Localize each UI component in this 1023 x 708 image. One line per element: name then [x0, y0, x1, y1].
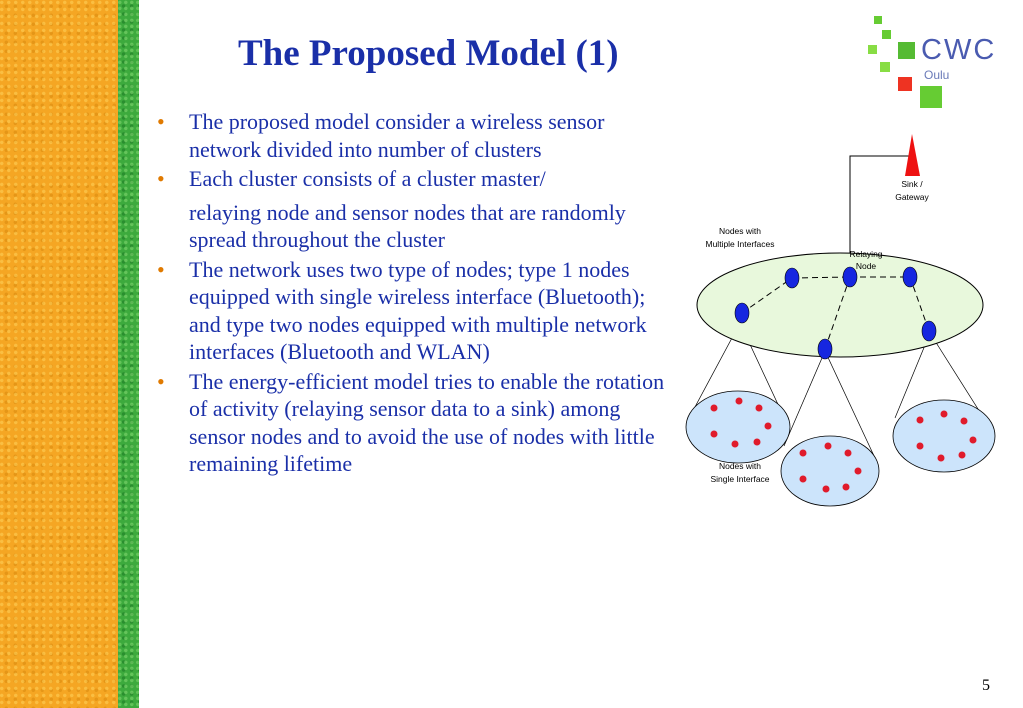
bullet-text: The proposed model consider a wireless s… — [189, 109, 605, 162]
sink-gateway-icon — [905, 134, 920, 176]
multi-interface-nodes — [734, 266, 937, 360]
bullet-item: • Each cluster consists of a cluster mas… — [155, 165, 665, 254]
decorative-stripe-orange — [0, 0, 118, 708]
sensor-nodes-left — [710, 397, 772, 448]
single-interface-label-1: Nodes with — [719, 461, 761, 471]
blue-node — [902, 266, 918, 288]
cluster-line — [824, 350, 876, 459]
bullet-icon: • — [157, 368, 165, 394]
multi-interface-label-2: Multiple Interfaces — [706, 239, 775, 249]
network-diagram: Sink / Gateway Nodes with Multiple Inter… — [685, 134, 996, 507]
bullet-item: • The energy-efficient model tries to en… — [155, 368, 665, 478]
sink-label: Sink / — [901, 179, 923, 189]
blue-node — [921, 320, 937, 342]
gateway-label: Gateway — [895, 192, 929, 202]
bullet-icon: • — [157, 256, 165, 282]
cluster-line — [783, 350, 826, 447]
relay-links — [741, 276, 930, 350]
bullet-text: Each cluster consists of a cluster maste… — [189, 166, 546, 191]
bullet-text: The energy-efficient model tries to enab… — [189, 368, 665, 477]
bullet-list: • The proposed model consider a wireless… — [155, 108, 665, 480]
bullet-text: relaying node and sensor nodes that are … — [189, 199, 626, 253]
relaying-node-label-2: Node — [856, 261, 877, 271]
blue-node — [784, 267, 800, 289]
bullet-icon: • — [157, 109, 165, 134]
logo-subtext: Oulu — [924, 68, 950, 82]
relaying-node-label-1: Relaying — [849, 249, 882, 259]
sensor-nodes-middle — [799, 442, 862, 493]
sink-link-line — [849, 155, 910, 280]
bullet-item: • The proposed model consider a wireless… — [155, 108, 665, 163]
multi-interface-label-1: Nodes with — [719, 226, 761, 236]
single-interface-label-2: Single Interface — [710, 474, 769, 484]
bullet-icon: • — [157, 166, 165, 191]
blue-node — [817, 338, 833, 360]
sensor-nodes-right — [916, 410, 977, 462]
page-number: 5 — [982, 677, 990, 694]
bullet-text: The network uses two type of nodes; type… — [189, 256, 647, 365]
logo-mark — [866, 12, 1006, 112]
blue-node — [842, 266, 858, 288]
page-title: The Proposed Model (1) — [238, 33, 619, 74]
bullet-item: • The network uses two type of nodes; ty… — [155, 256, 665, 366]
logo-text: CWC — [921, 34, 997, 66]
blue-node — [734, 302, 750, 324]
decorative-stripe-green — [118, 0, 139, 708]
